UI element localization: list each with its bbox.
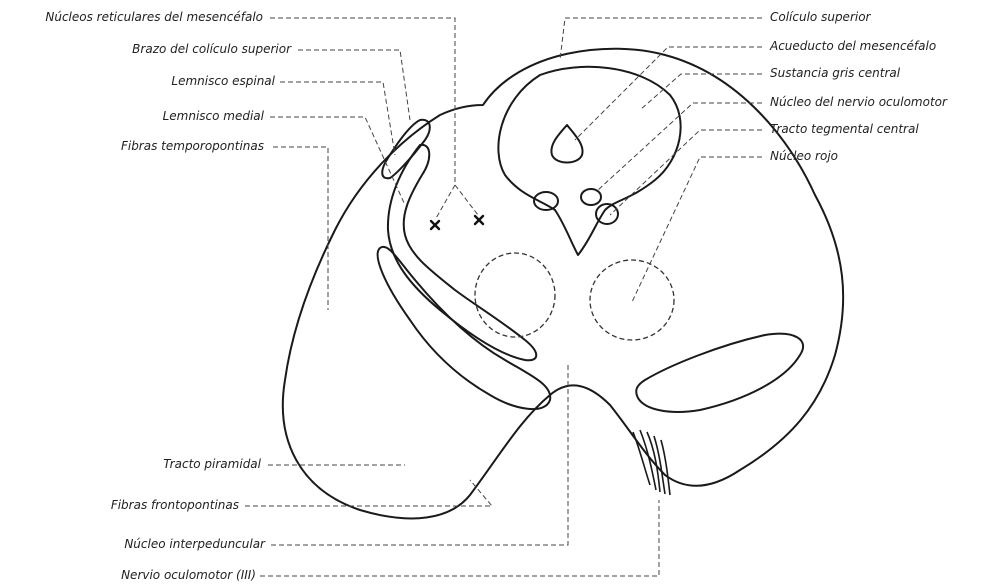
label-nucleo-rojo: Núcleo rojo bbox=[770, 149, 838, 163]
label-fibras-temporopontinas: Fibras temporopontinas bbox=[121, 139, 264, 153]
oculomotor-nucleus-right bbox=[581, 189, 601, 205]
oculomotor-nerve-rootlets bbox=[633, 430, 670, 495]
label-nervio-oculomotor: Nervio oculomotor (III) bbox=[121, 568, 256, 582]
label-lemnisco-espinal: Lemnisco espinal bbox=[171, 74, 275, 88]
label-coliculo-superior: Colículo superior bbox=[770, 10, 870, 24]
label-fibras-frontopontinas: Fibras frontopontinas bbox=[111, 498, 239, 512]
midbrain-outline bbox=[283, 49, 843, 519]
central-grey-outline bbox=[498, 67, 680, 255]
label-acueducto-mesencefalo: Acueducto del mesencéfalo bbox=[770, 39, 936, 53]
label-nucleo-interpeduncular: Núcleo interpeduncular bbox=[124, 537, 265, 551]
aqueduct-outline bbox=[551, 125, 582, 163]
label-nucleo-nervio-oculomotor: Núcleo del nervio oculomotor bbox=[770, 95, 947, 109]
label-brazo-coliculo-superior: Brazo del colículo superior bbox=[132, 42, 291, 56]
label-nucleos-reticulares: Núcleos reticulares del mesencéfalo bbox=[45, 10, 263, 24]
red-nucleus-left bbox=[475, 253, 555, 337]
reticular-nuclei-marks bbox=[431, 216, 483, 229]
label-tracto-piramidal: Tracto piramidal bbox=[163, 457, 261, 471]
red-nucleus-right bbox=[590, 260, 674, 340]
crus-band-right bbox=[636, 334, 803, 412]
label-tracto-tegmental-central: Tracto tegmental central bbox=[770, 122, 919, 136]
leader-lines-right bbox=[560, 18, 762, 302]
label-lemnisco-medial: Lemnisco medial bbox=[163, 109, 264, 123]
label-sustancia-gris-central: Sustancia gris central bbox=[770, 66, 900, 80]
